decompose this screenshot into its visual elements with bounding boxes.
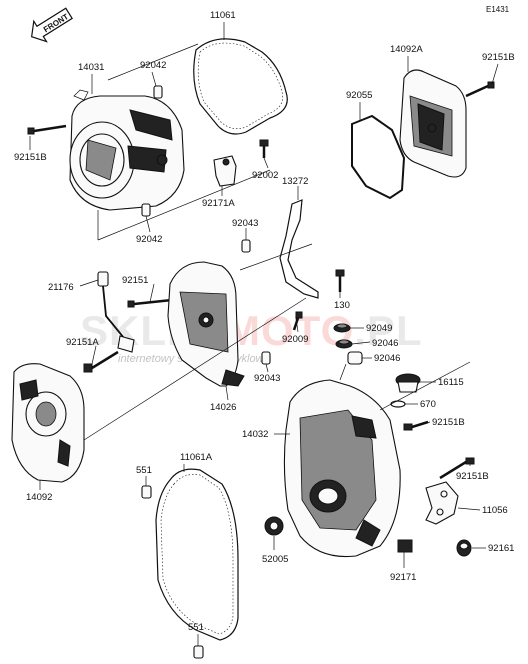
label-92043-bot: 92043 [254,373,280,384]
gasket-11061A [155,468,239,641]
seal-92049 [333,323,351,333]
label-52005: 52005 [262,554,288,565]
label-92009: 92009 [282,334,308,345]
label-13272: 13272 [282,176,308,187]
label-551-bot: 551 [188,622,204,633]
dowel-551-top [141,485,152,499]
label-130: 130 [334,300,350,311]
watermark-part2: MOTO [225,307,354,354]
label-670: 670 [420,399,436,410]
cover-14032 [283,379,401,558]
dowel-551-bot [193,645,204,659]
label-92161: 92161 [488,543,514,554]
clamp-92171 [397,539,413,553]
label-92171A: 92171A [202,198,235,209]
label-14031: 14031 [78,62,104,73]
label-92151B-left: 92151B [14,152,47,163]
diagram-id: E1431 [486,5,510,14]
leader-lines [29,22,499,646]
label-92151A: 92151A [66,337,99,348]
label-92151B-low: 92151B [456,471,489,482]
label-92055: 92055 [346,90,372,101]
label-92151: 92151 [122,275,148,286]
dowel-92043-bot [261,351,271,365]
label-92049: 92049 [366,323,392,334]
label-92046: 92046 [372,338,398,349]
label-11061: 11061 [210,10,236,21]
label-21176: 21176 [48,282,74,293]
seal-92046b [347,351,363,365]
gasket-11061 [193,38,288,135]
gasket-92055 [351,114,406,200]
watermark: SKLEPMOTO.PL internetowy sklep motocyklo… [80,307,422,365]
bolt-92151B-left [27,124,67,135]
label-92043-top: 92043 [232,218,258,229]
dowel-92042-top [153,85,163,99]
label-14026: 14026 [210,402,236,413]
label-92046b: 92046 [374,353,400,364]
label-14092: 14092 [26,492,52,503]
label-14092A: 14092A [390,44,423,55]
bolt-92151A [83,350,119,373]
gasket-13272 [279,199,319,299]
seal-52005 [264,516,284,536]
seal-92046 [335,339,353,349]
part-labels: 11061 14031 92042 14092A 92151B 92055 92… [14,10,515,633]
cover-14031 [69,89,185,211]
dowel-92042-bot [141,203,151,217]
bracket-92171A [213,155,237,187]
cover-14092A [399,69,467,178]
label-16115: 16115 [438,377,464,388]
bolt-92151B-top [465,81,495,98]
collar-92161 [456,539,472,557]
label-92042-bot: 92042 [136,234,162,245]
label-92042-top: 92042 [140,60,166,71]
front-arrow-icon: FRONT [30,7,73,43]
label-92002: 92002 [252,170,278,181]
dowel-92043-top [241,239,251,253]
label-92151B-mid: 92151B [432,417,465,428]
label-14032: 14032 [242,429,268,440]
bolt-92002 [259,139,269,158]
bolt-92151 [127,298,173,308]
cover-14026 [167,261,245,387]
watermark-part3: .PL [354,307,422,354]
plug-16115 [395,373,421,393]
label-11056: 11056 [482,505,508,516]
label-11061A: 11061A [180,452,213,463]
label-92151B-top: 92151B [482,52,515,63]
cover-14092 [11,363,85,483]
oring-670 [390,400,406,408]
bolt-92009 [292,311,303,331]
label-92171: 92171 [390,572,416,583]
bracket-11056 [425,481,459,525]
sensor-21176 [97,271,135,353]
bolt-130 [335,269,345,292]
label-551-top: 551 [136,465,152,476]
